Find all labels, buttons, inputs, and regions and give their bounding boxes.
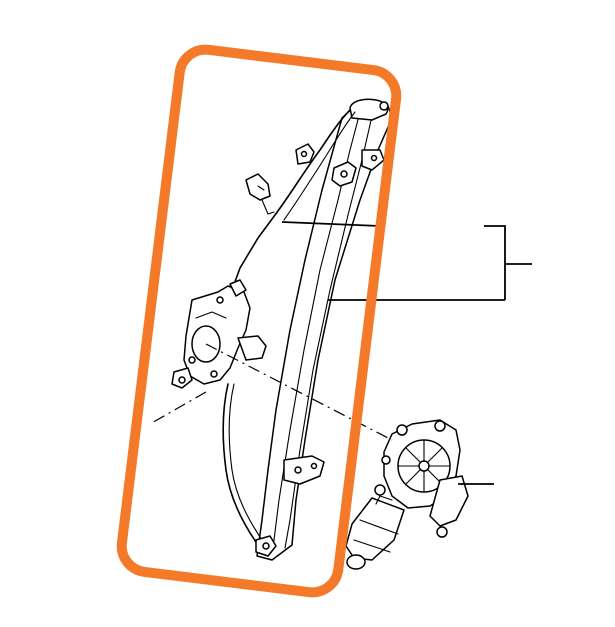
- cable-clip: [245, 173, 271, 201]
- upper-bracket-hole: [340, 170, 348, 178]
- window-regulator-assembly[interactable]: [171, 98, 393, 561]
- bottom-pulley-hub: [262, 542, 270, 550]
- lower-bracket-hole: [294, 466, 302, 474]
- drum-screw-1: [216, 296, 224, 304]
- rail-inner-edge: [272, 111, 361, 549]
- cable-upper-2: [283, 111, 356, 221]
- assembly-centerline-left: [149, 391, 207, 425]
- callout-leaders: [281, 221, 532, 485]
- top-pulley: [349, 98, 389, 121]
- motor-gear-hub: [418, 460, 430, 472]
- motor-tab-5: [436, 526, 448, 538]
- top-left-tab-hole: [300, 150, 308, 158]
- cable-clip-leg: [261, 199, 275, 215]
- cable-lower: [222, 383, 259, 546]
- motor-mount-detail: [375, 495, 393, 505]
- cable-clip-slot: [257, 185, 265, 191]
- drum-screw-2: [188, 356, 196, 364]
- motor-tab-4: [374, 484, 386, 496]
- motor-end-cap: [346, 554, 366, 570]
- upper-right-tab-hole: [370, 154, 378, 162]
- lower-left-mount-hole: [178, 376, 186, 384]
- motor-connector: [429, 475, 469, 527]
- drum-screw-3: [210, 370, 218, 378]
- lower-bracket-hole-2: [310, 462, 318, 470]
- highlight-outline: [116, 44, 402, 598]
- window-regulator-motor[interactable]: [345, 419, 469, 570]
- rail-inner-edge-2: [284, 115, 373, 549]
- motor-body: [345, 497, 405, 561]
- drum-ear: [237, 335, 267, 361]
- motor-body-bands: [353, 519, 399, 553]
- motor-tab-2: [434, 420, 446, 432]
- motor-tab-3: [381, 455, 391, 465]
- leader-bracket: [484, 225, 506, 300]
- motor-tab-1: [396, 424, 408, 436]
- lower-bracket: [283, 455, 325, 485]
- leader-regulator-1: [281, 221, 381, 227]
- cable-lower-2: [228, 383, 263, 541]
- drum-housing-rib: [195, 311, 227, 319]
- cable-nozzle: [229, 279, 247, 297]
- cable-upper: [231, 109, 351, 291]
- top-pulley-hub: [379, 101, 389, 111]
